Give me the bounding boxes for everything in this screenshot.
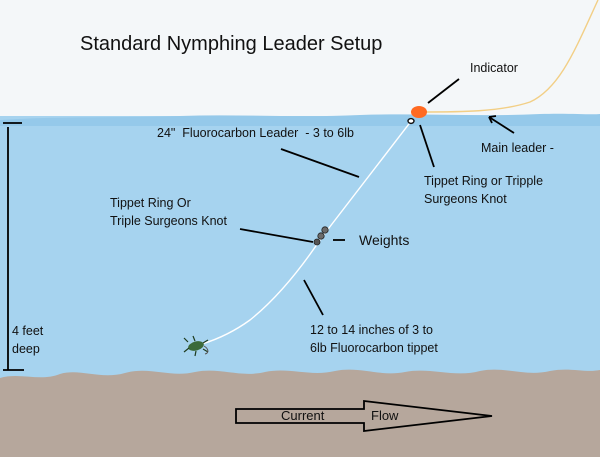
depth-label-line1: 4 feet: [12, 324, 44, 338]
water-surface: [0, 113, 600, 126]
sky: [0, 0, 600, 120]
main-leader-arrow: [488, 115, 515, 134]
main-leader-label: Main leader -: [481, 141, 554, 155]
depth-marker: [3, 122, 24, 371]
indicator-label: Indicator: [470, 61, 518, 75]
tippet-ring-icon: [407, 117, 415, 125]
tippet-ring-right-label-line2: Surgeons Knot: [424, 192, 507, 206]
tippet-label-line1: 12 to 14 inches of 3 to: [310, 323, 433, 337]
fluorocarbon-leader-line: [321, 119, 413, 238]
tippet-ring-right-label-line1: Tippet Ring or Tripple: [424, 174, 543, 188]
nymph-fly-icon: [183, 335, 209, 357]
tippet-ring-left-label-line2: Triple Surgeons Knot: [110, 214, 227, 228]
main-leader-line: [419, 0, 599, 113]
fluorocarbon-leader-label: 24" Fluorocarbon Leader - 3 to 6lb: [157, 126, 354, 140]
pointer-lines: [239, 78, 460, 316]
riverbed: [0, 369, 600, 457]
water: [0, 116, 600, 386]
tippet-ring-left-label-line1: Tippet Ring Or: [110, 196, 191, 210]
split-shot-icon: [313, 226, 329, 246]
page-title: Standard Nymphing Leader Setup: [80, 33, 382, 55]
flow-label: Flow: [371, 408, 399, 423]
current-label: Current: [281, 408, 325, 423]
tippet-line: [201, 236, 323, 345]
tippet-label-line2: 6lb Fluorocarbon tippet: [310, 341, 438, 355]
current-flow-arrow: Current Flow: [235, 399, 493, 433]
orange-float-icon: [411, 106, 427, 118]
weights-label: Weights: [359, 232, 409, 248]
depth-label-line2: deep: [12, 342, 40, 356]
